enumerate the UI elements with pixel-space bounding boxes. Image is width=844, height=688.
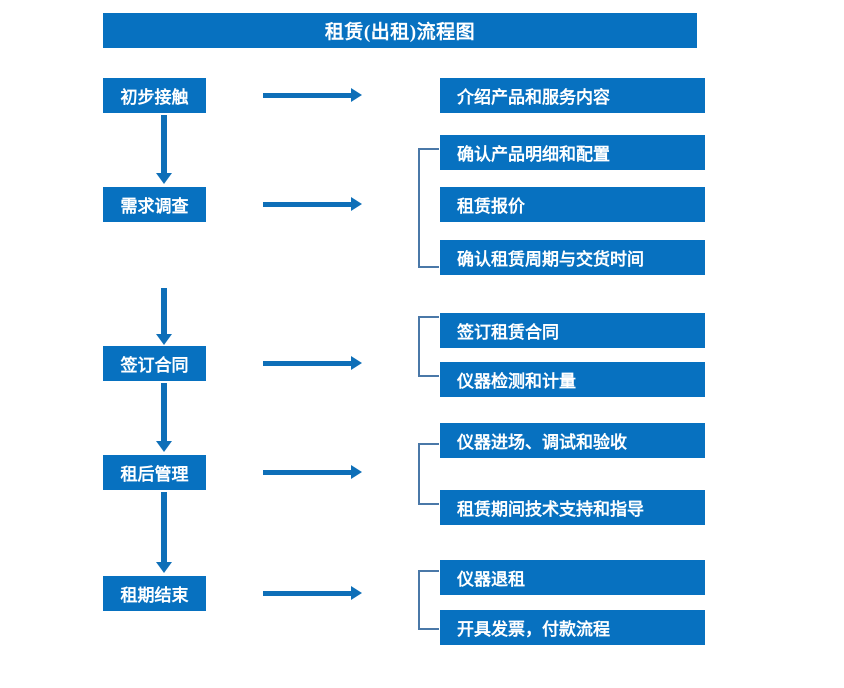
detail-box-sign-rental-contract[interactable]: 签订租赁合同 [440, 313, 705, 348]
detail-box-invoice-payment-process[interactable]: 开具发票，付款流程 [440, 610, 705, 645]
detail-box-instrument-return[interactable]: 仪器退租 [440, 560, 705, 595]
vertical-arrow-stage1-to-stage2 [154, 115, 174, 185]
stage-box-needs-survey[interactable]: 需求调查 [103, 187, 206, 222]
detail-box-instrument-entry-debug-acceptance[interactable]: 仪器进场、调试和验收 [440, 423, 705, 458]
brace-connector-stage4 [418, 443, 439, 505]
horizontal-arrow-stage4 [263, 463, 362, 483]
detail-box-confirm-rental-period-delivery[interactable]: 确认租赁周期与交货时间 [440, 240, 705, 275]
stage-box-post-rental-management[interactable]: 租后管理 [103, 455, 206, 490]
stage-box-initial-contact[interactable]: 初步接触 [103, 78, 206, 113]
horizontal-arrow-stage2 [263, 195, 362, 215]
detail-box-rental-quotation[interactable]: 租赁报价 [440, 187, 705, 222]
detail-box-introduce-products-services[interactable]: 介绍产品和服务内容 [440, 78, 705, 113]
vertical-arrow-stage3-to-stage4 [154, 383, 174, 453]
brace-connector-stage3 [418, 316, 439, 377]
vertical-arrow-stage2-to-stage3 [154, 288, 174, 346]
stage-box-sign-contract[interactable]: 签订合同 [103, 346, 206, 381]
detail-box-technical-support-guidance[interactable]: 租赁期间技术支持和指导 [440, 490, 705, 525]
vertical-arrow-stage4-to-stage5 [154, 492, 174, 574]
brace-connector-stage2 [418, 148, 439, 268]
horizontal-arrow-stage1 [263, 86, 362, 106]
horizontal-arrow-stage3 [263, 354, 362, 374]
diagram-title: 租赁(出租)流程图 [103, 13, 697, 48]
stage-box-rental-end[interactable]: 租期结束 [103, 576, 206, 611]
brace-connector-stage5 [418, 570, 439, 630]
horizontal-arrow-stage5 [263, 584, 362, 604]
detail-box-instrument-inspection-metering[interactable]: 仪器检测和计量 [440, 362, 705, 397]
detail-box-confirm-product-details-config[interactable]: 确认产品明细和配置 [440, 135, 705, 170]
